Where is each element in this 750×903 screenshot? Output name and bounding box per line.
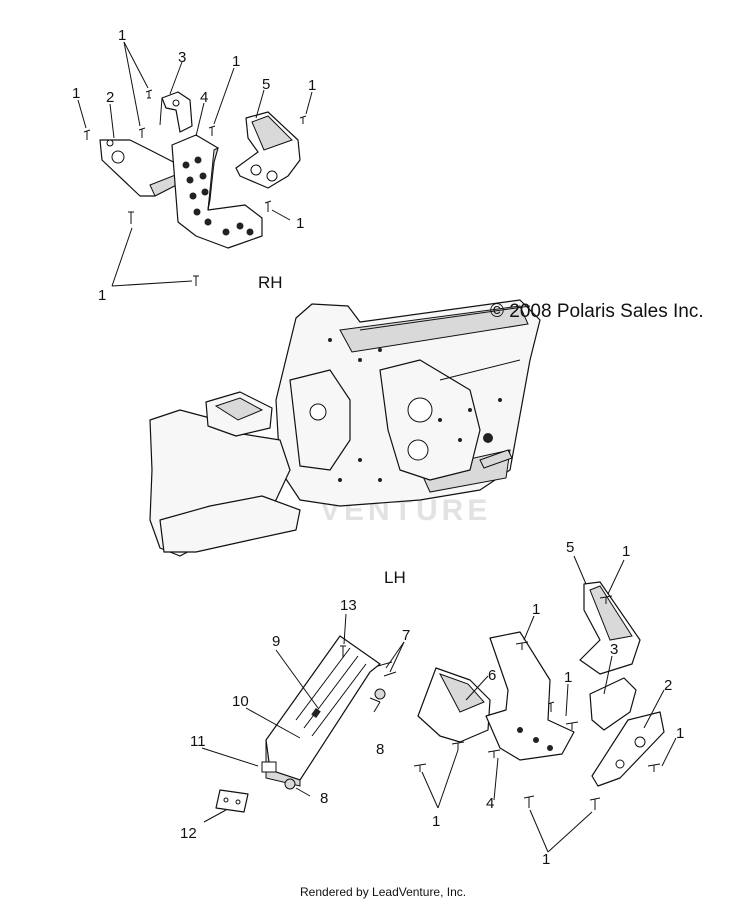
- nut-8a: [374, 688, 386, 700]
- lh-assembly: [201, 555, 677, 853]
- running-board-lh: [261, 635, 381, 787]
- rivets-lh: [340, 595, 661, 810]
- chassis-frame: VENTURE: [149, 299, 541, 557]
- callout-rh: 1: [98, 287, 106, 304]
- lh-label: LH: [384, 568, 406, 587]
- callout-lh: 1: [532, 601, 540, 618]
- callout-lh: 8: [376, 741, 384, 758]
- footer-credit: Rendered by LeadVenture, Inc.: [300, 885, 466, 899]
- part-4-plate-rh: [171, 134, 263, 249]
- rivets-rh: [83, 89, 307, 286]
- part-5-bracket-rh: [235, 111, 301, 189]
- callout-lh: 9: [272, 633, 280, 650]
- callout-rh: 5: [262, 76, 270, 93]
- callout-rh: 3: [178, 49, 186, 66]
- callout-lh: 3: [610, 641, 618, 658]
- leaders-lh: [201, 555, 677, 853]
- copyright-text: © 2008 Polaris Sales Inc.: [490, 301, 704, 322]
- part-3-bracket-lh: [589, 677, 637, 731]
- part-3-bracket-rh: [159, 91, 193, 133]
- callout-lh: 10: [232, 693, 249, 710]
- callout-lh: 1: [564, 669, 572, 686]
- rh-label: RH: [258, 273, 283, 292]
- callout-lh: 1: [542, 851, 550, 868]
- part-4-plate-lh: [485, 631, 575, 761]
- callout-lh: 1: [676, 725, 684, 742]
- callout-lh: 4: [486, 795, 494, 812]
- nut-8b: [284, 778, 296, 790]
- callout-lh: 12: [180, 825, 197, 842]
- callout-rh: 1: [308, 77, 316, 94]
- callout-lh: 5: [566, 539, 574, 556]
- part-5-bracket-lh: [579, 581, 641, 675]
- callout-lh: 8: [320, 790, 328, 807]
- callout-rh: 2: [106, 89, 114, 106]
- part-12-plate-lh: [215, 789, 249, 813]
- callout-lh: 13: [340, 597, 357, 614]
- part-2-bracket-lh: [591, 711, 665, 787]
- callout-lh: 7: [402, 627, 410, 644]
- leaders-rh: [77, 41, 313, 287]
- callout-rh: 1: [72, 85, 80, 102]
- callout-lh: 1: [432, 813, 440, 830]
- rh-assembly: [77, 41, 313, 287]
- callout-lh: 1: [622, 543, 630, 560]
- callout-lh: 11: [190, 733, 206, 750]
- callout-lh: 6: [488, 667, 496, 684]
- callout-rh: 4: [200, 89, 208, 106]
- callout-lh: 2: [664, 677, 672, 694]
- callout-rh: 1: [118, 27, 126, 44]
- callout-rh: 1: [296, 215, 304, 232]
- callout-rh: 1: [232, 53, 240, 70]
- part-6-bracket-lh: [417, 667, 491, 743]
